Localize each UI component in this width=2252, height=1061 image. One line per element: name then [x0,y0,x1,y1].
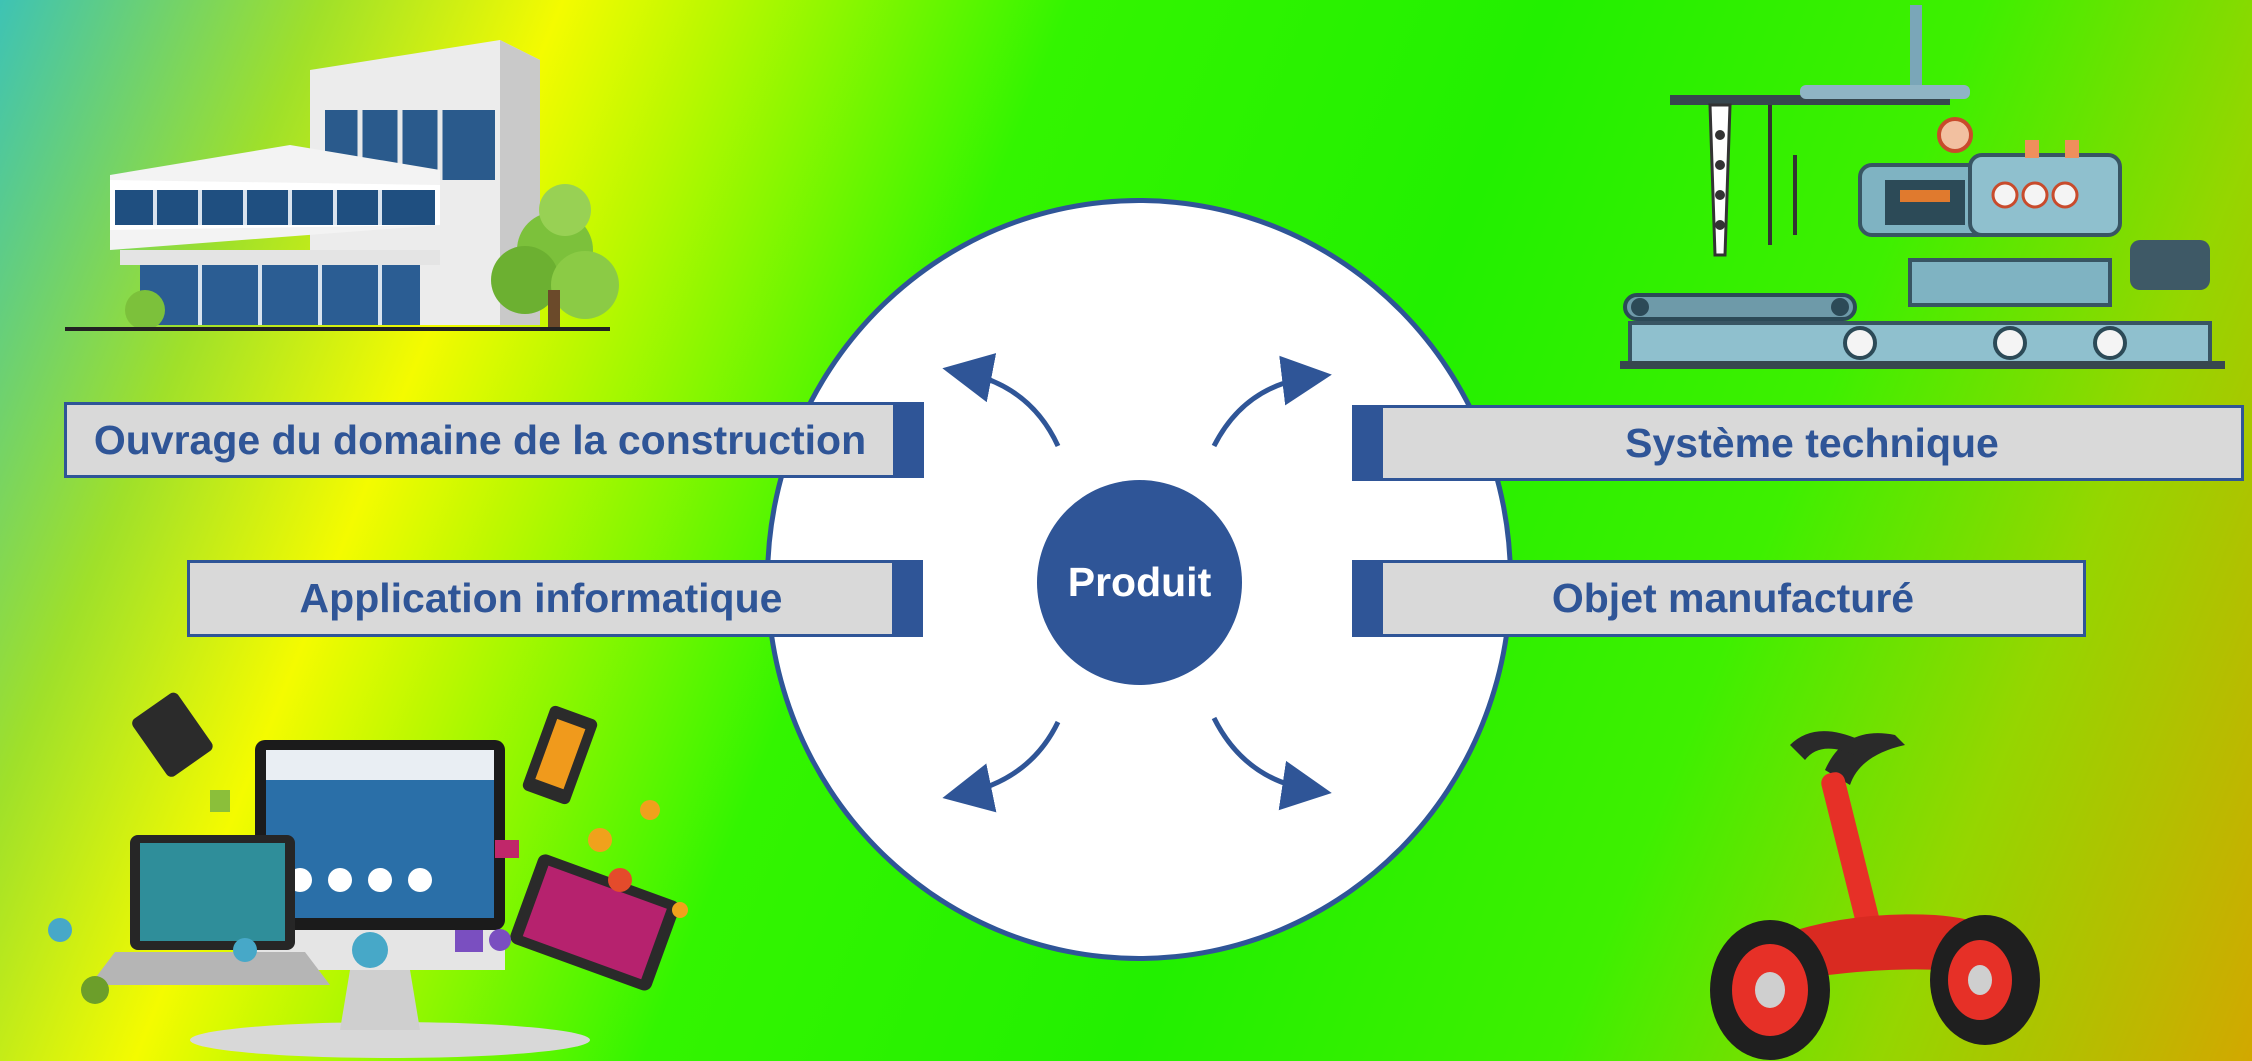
arrow-bottom-left [942,720,1061,813]
connector-tab-informatique [893,560,923,637]
arrow-top-right [1211,355,1332,448]
category-informatique-label: Application informatique [299,575,783,621]
category-technique-label: Système technique [1625,419,1999,466]
connector-tab-construction [894,402,924,478]
machine-illustration-icon [1620,5,2225,369]
product-node: Produit [1037,480,1242,685]
category-technique: Système technique [1380,405,2244,481]
category-manufacture: Objet manufacturé [1380,560,2086,637]
hoverboard-illustration-icon [1710,731,2040,1060]
category-informatique: Application informatique [187,560,895,637]
connector-tab-manufacture [1352,560,1382,637]
connector-tab-technique [1352,405,1382,481]
building-illustration-icon [65,40,619,331]
arrow-top-left [942,353,1061,448]
category-construction-label: Ouvrage du domaine de la construction [93,416,867,463]
category-construction: Ouvrage du domaine de la construction [64,402,896,478]
devices-illustration-icon [48,692,688,1058]
category-manufacture-label: Objet manufacturé [1551,575,1915,621]
product-label: Produit [1067,559,1212,605]
arrow-bottom-right [1211,716,1332,811]
